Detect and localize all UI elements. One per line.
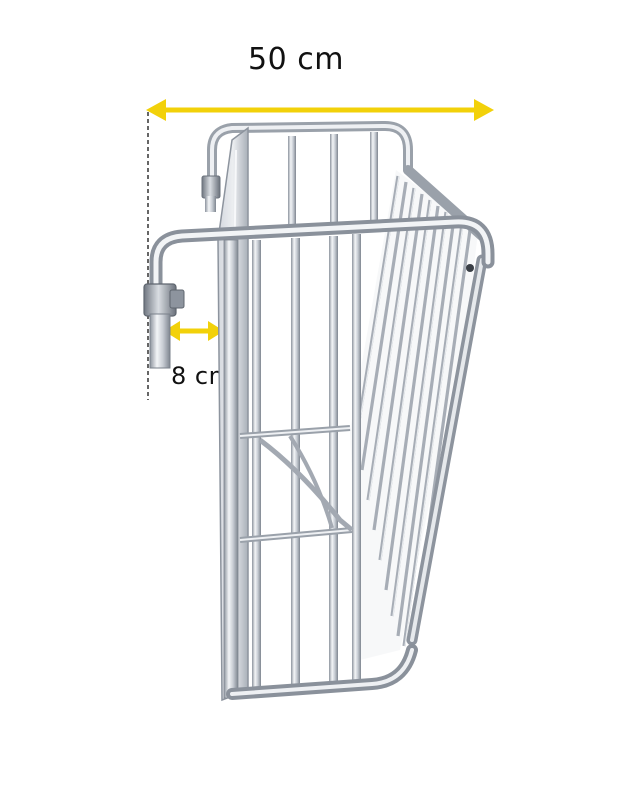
width-dimension-label: 50 cm — [248, 42, 344, 77]
front-frame — [143, 215, 495, 700]
side-grille — [350, 165, 488, 660]
back-frame — [201, 120, 413, 236]
width-arrow — [146, 99, 494, 121]
depth-arrow — [164, 321, 224, 341]
